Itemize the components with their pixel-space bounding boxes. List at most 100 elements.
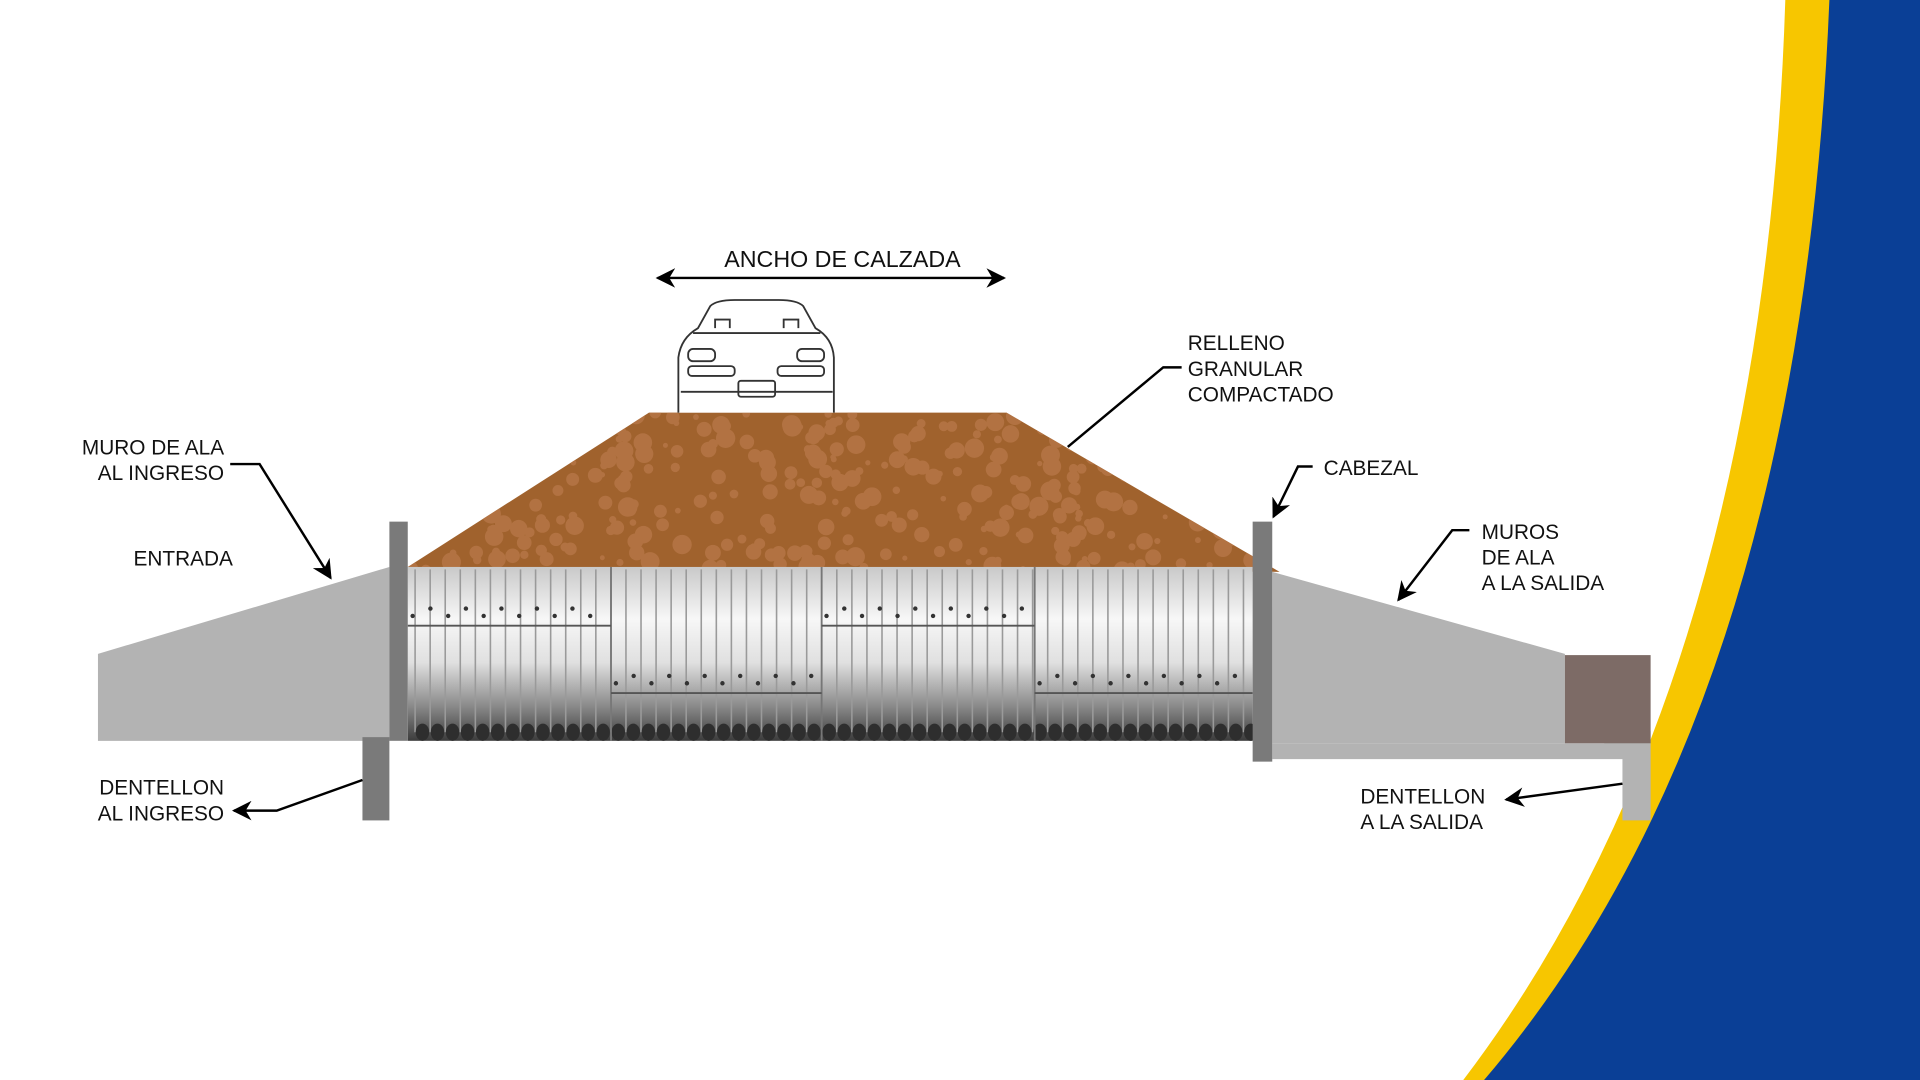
soil-pebble xyxy=(656,518,669,532)
soil-pebble xyxy=(1254,437,1261,445)
soil-pebble xyxy=(764,522,776,534)
soil-pebble xyxy=(914,527,930,543)
corrugation-crest xyxy=(792,723,806,741)
soil-pebble xyxy=(409,496,427,514)
soil-pebble xyxy=(494,515,512,533)
outlet-cutoff-arrow xyxy=(1504,782,1623,807)
corrugation-crest xyxy=(536,723,550,741)
soil-pebble xyxy=(1231,412,1241,418)
bolt xyxy=(481,613,486,619)
soil-pebble xyxy=(1129,436,1135,443)
soil-pebble xyxy=(817,536,832,550)
corrugation-crest xyxy=(641,723,656,741)
soil-pebble xyxy=(1068,463,1079,474)
soil-pebble xyxy=(446,465,459,478)
soil-pebble xyxy=(811,558,821,569)
soil-pebble xyxy=(421,463,429,471)
soil-pebble xyxy=(952,467,963,477)
corrugation-crest xyxy=(1168,723,1183,741)
soil-pebble xyxy=(796,478,806,487)
bolt xyxy=(666,673,672,679)
bolt xyxy=(773,673,778,679)
soil-pebble xyxy=(985,461,1002,478)
soil-pebble xyxy=(407,508,415,515)
corrugation-crest xyxy=(1183,723,1198,741)
bolt xyxy=(1001,613,1007,619)
soil-pebble xyxy=(414,445,433,463)
soil-pebble xyxy=(994,556,1002,565)
soil-pebble xyxy=(984,520,996,532)
corrugation-crest xyxy=(1213,723,1228,741)
soil-pebble xyxy=(1216,443,1233,460)
soil-pebble xyxy=(808,449,828,469)
soil-pebble xyxy=(482,491,491,500)
soil-pebble xyxy=(908,430,921,443)
soil-pebble xyxy=(948,538,963,552)
soil-pebble xyxy=(824,412,832,418)
soil-pebble xyxy=(1060,412,1071,422)
soil-pebble xyxy=(817,518,835,536)
soil-pebble xyxy=(500,483,516,498)
soil-pebble xyxy=(616,453,635,472)
soil-pebble xyxy=(1212,520,1232,540)
soil-pebble xyxy=(674,507,681,514)
soil-pebble xyxy=(552,484,564,496)
soil-pebble xyxy=(1087,551,1101,565)
soil-pebble xyxy=(627,412,645,425)
soil-pebble xyxy=(1084,419,1091,426)
soil-pebble xyxy=(974,418,988,431)
soil-pebble xyxy=(482,478,493,490)
soil-pebble xyxy=(407,438,418,453)
soil-pebble xyxy=(653,504,667,518)
soil-pebble xyxy=(1106,530,1116,539)
soil-pebble xyxy=(544,412,563,422)
fill-leader xyxy=(1066,366,1182,448)
soil-pebble xyxy=(505,447,518,459)
bolt xyxy=(738,673,743,679)
soil-pebble xyxy=(570,459,577,466)
bolt xyxy=(895,613,900,619)
soil-pebble xyxy=(587,467,603,483)
soil-pebble xyxy=(482,465,489,472)
soil-pebble xyxy=(1068,482,1081,495)
soil-pebble xyxy=(1081,555,1088,563)
bolt xyxy=(824,613,829,619)
soil-pebble xyxy=(1062,423,1072,433)
soil-pebble xyxy=(470,426,478,434)
corrugation-crest xyxy=(506,723,520,741)
soil-pebble xyxy=(1186,452,1192,458)
corrugation-crest xyxy=(1229,723,1243,741)
soil-pebble xyxy=(627,533,644,550)
bolt xyxy=(463,606,469,611)
road-width-label: ANCHO DE CALZADA xyxy=(724,246,961,272)
soil-pebble xyxy=(599,555,605,561)
soil-pebble xyxy=(1214,539,1233,558)
soil-pebble xyxy=(1259,479,1280,499)
soil-pebble xyxy=(1241,479,1249,487)
soil-pebble xyxy=(784,466,798,480)
soil-pebble xyxy=(1206,561,1213,569)
corrugation-crest xyxy=(942,723,957,741)
soil-pebble xyxy=(933,545,946,558)
bolt xyxy=(1019,606,1025,611)
soil-pebble xyxy=(832,498,839,506)
corrugation-crest xyxy=(686,723,701,741)
soil-pebble xyxy=(509,519,528,538)
bolt xyxy=(649,681,654,686)
soil-pebble xyxy=(466,444,474,452)
soil-pebble xyxy=(1076,463,1087,474)
bolt xyxy=(720,681,725,686)
corrugation-crest xyxy=(1048,723,1062,741)
soil-pebble xyxy=(710,510,724,525)
soil-pebble xyxy=(491,414,509,432)
soil-pebble xyxy=(1073,503,1081,511)
soil-pebble xyxy=(565,417,574,426)
soil-pebble xyxy=(964,438,985,458)
soil-pebble xyxy=(465,412,480,421)
soil-pebble xyxy=(845,547,865,567)
inlet-wingwall xyxy=(97,566,390,741)
soil-pebble xyxy=(505,548,520,564)
corrugation-crest xyxy=(596,723,610,741)
soil-pebble xyxy=(907,509,919,521)
